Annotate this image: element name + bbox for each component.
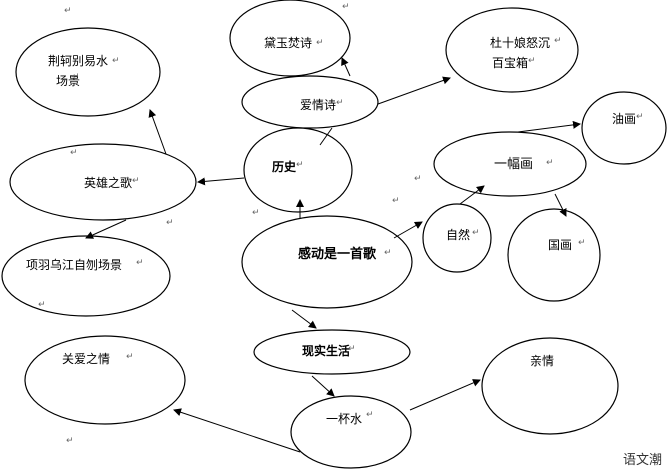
paragraph-mark: ↵ (136, 258, 144, 268)
paragraph-mark: ↵ (252, 208, 260, 218)
node-yifuhua-label: 一幅画 (494, 157, 534, 172)
paragraph-mark: ↵ (636, 112, 644, 122)
arrow-center-to-xianshi (291, 309, 317, 329)
node-qinqing-ellipse (481, 337, 619, 435)
node-xianshi-label: 现实生活 (302, 344, 351, 358)
node-jingke-label-line1: 荆轲别易水 (48, 54, 109, 68)
paragraph-mark: ↵ (578, 238, 586, 248)
paragraph-mark: ↵ (546, 158, 554, 168)
node-yingxiong-label: 英雄之歌 (84, 176, 133, 190)
paragraph-mark: ↵ (472, 228, 480, 238)
paragraph-mark: ↵ (70, 148, 78, 158)
node-lishi-ellipse (243, 127, 353, 213)
node-yibeishui-label: 一杯水 (326, 412, 363, 426)
node-jingke-ellipse (15, 27, 161, 117)
node-qinqing-label: 亲情 (530, 354, 555, 368)
arrow-yifuhua-to-guohua (554, 193, 567, 217)
paragraph-mark: ↵ (316, 38, 324, 48)
node-xianshi-ellipse (253, 329, 411, 375)
node-center-ellipse (241, 215, 413, 309)
arrow-yibeishui-to-qinqing (409, 379, 481, 411)
node-guohua-label: 国画 (548, 238, 573, 252)
node-jingke-label-line2: 场景 (56, 74, 81, 88)
node-guohua-ellipse (507, 208, 601, 302)
node-daiyu-ellipse (229, 0, 351, 77)
paragraph-mark: ↵ (72, 72, 80, 82)
paragraph-mark: ↵ (64, 6, 72, 16)
arrow-xianshi-to-yibeishui (311, 375, 335, 397)
paragraph-mark: ↵ (126, 352, 134, 362)
node-guanai-ellipse (24, 335, 186, 425)
arrow-lishi-to-yingxiong (197, 177, 245, 186)
arrow-aiqing-to-dushiniang (377, 76, 451, 105)
paragraph-mark: ↵ (348, 344, 356, 354)
arrow-yifuhua-to-youhua (517, 120, 581, 133)
paragraph-mark: ↵ (554, 36, 562, 46)
node-dushiniang-ellipse (445, 7, 579, 93)
node-dushiniang-label-line1: 杜十娘怒沉 (490, 36, 551, 50)
node-xiangyu-ellipse (1, 235, 171, 317)
paragraph-mark: ↵ (336, 98, 344, 108)
paragraph-mark: ↵ (342, 2, 350, 12)
arrow-aiqing-to-daiyu (341, 57, 351, 77)
arrow-center-to-ziran (393, 221, 423, 239)
node-youhua-label: 油画 (612, 112, 637, 126)
paragraph-mark: ↵ (296, 160, 304, 170)
node-lishi-label: 历史 (272, 160, 297, 174)
paragraph-mark: ↵ (366, 410, 374, 420)
arrow-yingxiong-to-xiangyu (85, 219, 127, 239)
paragraph-mark: ↵ (132, 176, 140, 186)
paragraph-mark: ↵ (38, 300, 46, 310)
paragraph-mark: ↵ (166, 218, 174, 228)
paragraph-mark: ↵ (112, 56, 120, 66)
node-daiyu-label: 黛玉焚诗 (264, 36, 313, 50)
node-xiangyu-label: 项羽乌江自刎场景 (26, 258, 123, 272)
node-dushiniang-label-line2: 百宝箱 (492, 56, 529, 70)
node-ziran-label: 自然 (446, 228, 471, 242)
paragraph-mark: ↵ (66, 436, 74, 446)
paragraph-mark: ↵ (384, 248, 392, 258)
node-center-label: 感动是一首歌 (298, 247, 377, 262)
paragraph-mark: ↵ (528, 56, 536, 66)
node-ziran-ellipse (422, 203, 492, 273)
paragraph-mark: ↵ (392, 196, 400, 206)
node-yifuhua-ellipse (433, 131, 587, 197)
node-yingxiong-ellipse (9, 143, 197, 221)
watermark-logo: 语文潮 (622, 453, 662, 468)
arrow-yingxiong-to-jingke (148, 109, 167, 155)
node-aiqingshi-label: 爱情诗 (300, 98, 337, 112)
node-guanai-label: 关爱之情 (62, 352, 111, 366)
arrow-yibeishui-to-guanai (173, 408, 301, 453)
node-yibeishui-ellipse (290, 395, 412, 469)
arrow-ziran-to-yifuhua (459, 185, 485, 205)
line-lishi-to-aiqing (319, 127, 333, 146)
paragraph-mark: ↵ (414, 174, 422, 184)
node-aiqingshi-ellipse (241, 75, 379, 129)
node-youhua-ellipse (581, 91, 667, 165)
